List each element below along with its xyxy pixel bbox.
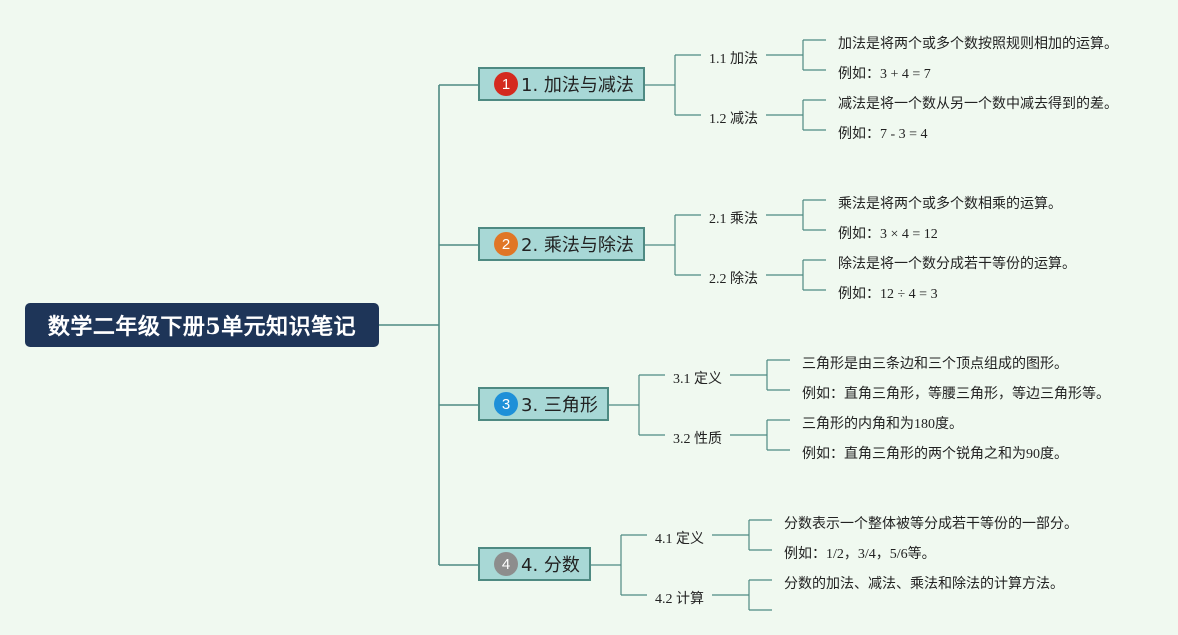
subtopic-division[interactable]: 2.2 除法 — [709, 272, 758, 287]
leaf-fraction-operations[interactable]: 分数的加法、减法、乘法和除法的计算方法。 — [784, 577, 1064, 592]
leaf-addition-definition[interactable]: 加法是将两个或多个数按照规则相加的运算。 — [838, 37, 1118, 52]
leaf-subtraction-example[interactable]: 例如：7 - 3 = 4 — [838, 127, 928, 142]
leaf-addition-example[interactable]: 例如：3 + 4 = 7 — [838, 67, 931, 82]
number-badge-4: 4 — [494, 552, 518, 576]
subtopic-fraction-definition[interactable]: 4.1 定义 — [655, 532, 704, 547]
subtopic-addition[interactable]: 1.1 加法 — [709, 52, 758, 67]
leaf-triangle-angle-sum[interactable]: 三角形的内角和为180度。 — [802, 417, 963, 432]
branch-multiplication-division[interactable]: 2 2. 乘法与除法 — [478, 227, 645, 261]
number-badge-2: 2 — [494, 232, 518, 256]
leaf-subtraction-definition[interactable]: 减法是将一个数从另一个数中减去得到的差。 — [838, 97, 1118, 112]
leaf-multiplication-definition[interactable]: 乘法是将两个或多个数相乘的运算。 — [838, 197, 1062, 212]
number-badge-1: 1 — [494, 72, 518, 96]
subtopic-triangle-properties[interactable]: 3.2 性质 — [673, 432, 722, 447]
branch-label: 1. 加法与减法 — [521, 75, 634, 96]
leaf-multiplication-example[interactable]: 例如：3 × 4 = 12 — [838, 227, 938, 242]
subtopic-triangle-definition[interactable]: 3.1 定义 — [673, 372, 722, 387]
subtopic-fraction-calculation[interactable]: 4.2 计算 — [655, 592, 704, 607]
subtopic-subtraction[interactable]: 1.2 减法 — [709, 112, 758, 127]
branch-label: 2. 乘法与除法 — [521, 235, 634, 256]
leaf-division-example[interactable]: 例如：12 ÷ 4 = 3 — [838, 287, 938, 302]
branch-triangle[interactable]: 3 3. 三角形 — [478, 387, 609, 421]
leaf-fraction-example[interactable]: 例如：1/2，3/4，5/6等。 — [784, 547, 936, 562]
subtopic-multiplication[interactable]: 2.1 乘法 — [709, 212, 758, 227]
leaf-triangle-definition[interactable]: 三角形是由三条边和三个顶点组成的图形。 — [802, 357, 1068, 372]
branch-fractions[interactable]: 4 4. 分数 — [478, 547, 591, 581]
leaf-triangle-acute-example[interactable]: 例如：直角三角形的两个锐角之和为90度。 — [802, 447, 1068, 462]
branch-label: 4. 分数 — [521, 555, 580, 576]
leaf-division-definition[interactable]: 除法是将一个数分成若干等份的运算。 — [838, 257, 1076, 272]
central-topic[interactable]: 数学二年级下册5单元知识笔记 — [25, 303, 379, 347]
branch-addition-subtraction[interactable]: 1 1. 加法与减法 — [478, 67, 645, 101]
leaf-fraction-definition[interactable]: 分数表示一个整体被等分成若干等份的一部分。 — [784, 517, 1078, 532]
branch-label: 3. 三角形 — [521, 395, 598, 416]
number-badge-3: 3 — [494, 392, 518, 416]
leaf-triangle-example[interactable]: 例如：直角三角形，等腰三角形，等边三角形等。 — [802, 387, 1110, 402]
